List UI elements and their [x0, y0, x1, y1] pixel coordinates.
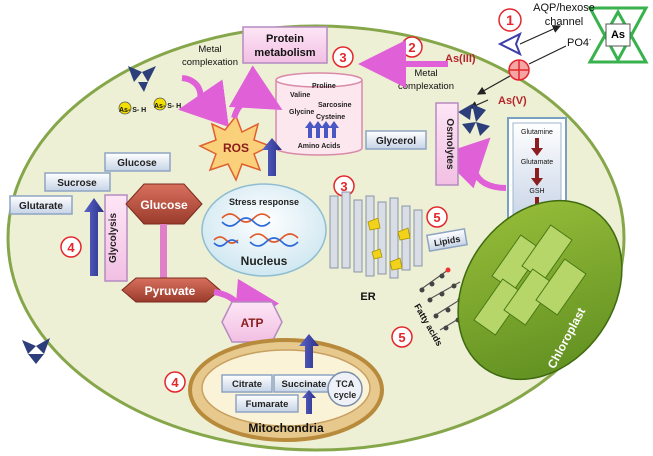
glycine-label: Glycine — [289, 109, 314, 116]
lipids-label: Lipids — [433, 234, 461, 248]
tca-cycle-circle — [327, 371, 363, 407]
lipids-box — [426, 227, 468, 253]
pyruvate-hexagon — [121, 277, 221, 303]
protein-metabolism-box — [242, 26, 328, 64]
step-2-number: 2 — [408, 40, 415, 55]
sugars-up-arrow — [84, 198, 104, 276]
stress-up-arrow — [262, 138, 282, 176]
step-1-number: 1 — [506, 12, 514, 28]
protein-metabolism-line2: metabolism — [254, 47, 315, 59]
glucose-hexagon-label: Glucose — [140, 198, 188, 212]
as5-label: As(V) — [498, 95, 527, 107]
thylakoid-stacks — [473, 224, 587, 336]
as-sh-left-label: As- S- H — [119, 107, 146, 114]
er-label: ER — [360, 291, 375, 303]
tca-label-line2: cycle — [334, 390, 357, 400]
nucleus-label: Nucleus — [241, 254, 288, 268]
step-1-badge — [498, 8, 522, 32]
stress-response-label: Stress response — [229, 197, 299, 207]
step-4a-badge — [60, 236, 82, 258]
glycolysis-box — [104, 194, 128, 282]
citrate-label: Citrate — [232, 379, 262, 390]
step-4a-number: 4 — [67, 240, 75, 255]
as-sh-atom-right — [153, 97, 167, 111]
glycolysis-label: Glycolysis — [108, 213, 119, 263]
fumarate-box — [235, 394, 299, 413]
phosphate-label: PO4- — [567, 37, 592, 49]
gsh-to-pc-arrow — [439, 137, 507, 191]
step-3b-number: 3 — [340, 179, 347, 194]
aqp-channel-icon — [497, 31, 522, 57]
pc-molecule-icon-bottom-left — [22, 338, 50, 364]
dna-icons — [213, 213, 299, 247]
valine-label: Valine — [290, 92, 310, 99]
pyruvate-label: Pyruvate — [145, 284, 196, 298]
nucleus — [201, 183, 327, 277]
mitochondria-label: Mitochondria — [248, 421, 324, 435]
protein-metabolism-line1: Protein — [266, 33, 304, 45]
metal-complexation-right-line1: Metal — [414, 68, 437, 79]
ros-burst — [198, 114, 272, 182]
sucrose-box — [44, 172, 111, 192]
step-5b-number: 5 — [398, 330, 405, 345]
amino-acids-label: Amino Acids — [298, 143, 341, 150]
arsenic-element-symbol: As — [587, 6, 649, 64]
osmolytes-label: Osmolytes — [444, 118, 455, 170]
glucose-box — [104, 152, 171, 172]
ros-to-protein-arrow — [228, 65, 283, 120]
glutarate-box — [9, 195, 73, 215]
glycerol-label: Glycerol — [376, 136, 416, 147]
osmolytes-box — [435, 102, 459, 186]
step-5a-number: 5 — [433, 210, 440, 225]
sucrose-label: Sucrose — [57, 178, 97, 189]
pc-molecule-icon-right — [458, 104, 490, 136]
as5-entry-arrow — [476, 75, 511, 95]
succinate-label: Succinate — [282, 379, 327, 390]
metal-complexation-left-line1: Metal — [198, 44, 221, 55]
glutamate-label: Glutamate — [521, 159, 553, 166]
phosphate-entry-arrow — [528, 45, 567, 65]
amino-acid-up-arrows — [305, 121, 339, 138]
as-sh-right-label: As- S- H — [154, 103, 181, 110]
metal-complexation-left-line2: complexation — [182, 57, 238, 68]
as3-label: As(III) — [445, 53, 476, 65]
citrate-box — [221, 374, 273, 393]
lipid-droplets — [367, 217, 411, 271]
fumarate-label: Fumarate — [246, 399, 289, 410]
step-3a-number: 3 — [339, 50, 346, 65]
sarcosine-label: Sarcosine — [318, 102, 352, 109]
step-5b-badge — [391, 326, 413, 348]
channel-label-line2: channel — [545, 16, 584, 28]
glycerol-box — [365, 130, 427, 150]
metal-complexation-right-line2: complexation — [398, 81, 454, 92]
ros-label: ROS — [223, 141, 249, 155]
glutamine-label: Glutamine — [521, 129, 553, 136]
as-sh-atom-left — [118, 101, 132, 115]
tca-up-arrow — [302, 390, 316, 414]
as3-entry-arrow — [519, 25, 562, 45]
glucose-box-label: Glucose — [117, 158, 157, 169]
proline-label: Proline — [312, 83, 336, 90]
atp-box — [221, 301, 283, 343]
metal-complexation-left-arrow — [178, 75, 229, 127]
glucose-pyruvate-link — [160, 224, 167, 280]
channel-label-line1: AQP/hexose — [533, 2, 595, 14]
amino-acids-cylinder — [275, 72, 363, 156]
step-4b-badge — [164, 371, 186, 393]
step-5a-badge — [426, 206, 448, 228]
atp-up-arrow — [299, 334, 319, 368]
gsh-label: GSH — [529, 188, 544, 195]
cysteine-label: Cysteine — [316, 114, 345, 121]
tca-label-line1: TCA — [336, 379, 355, 389]
glutarate-label: Glutarate — [19, 201, 63, 212]
glucose-hexagon — [125, 183, 203, 225]
pc-molecule-icon-left — [128, 66, 156, 92]
arsenic-symbol-text: As — [611, 29, 625, 41]
step-3a-badge — [332, 46, 354, 68]
step-4b-number: 4 — [171, 375, 179, 390]
atp-label: ATP — [240, 316, 263, 330]
